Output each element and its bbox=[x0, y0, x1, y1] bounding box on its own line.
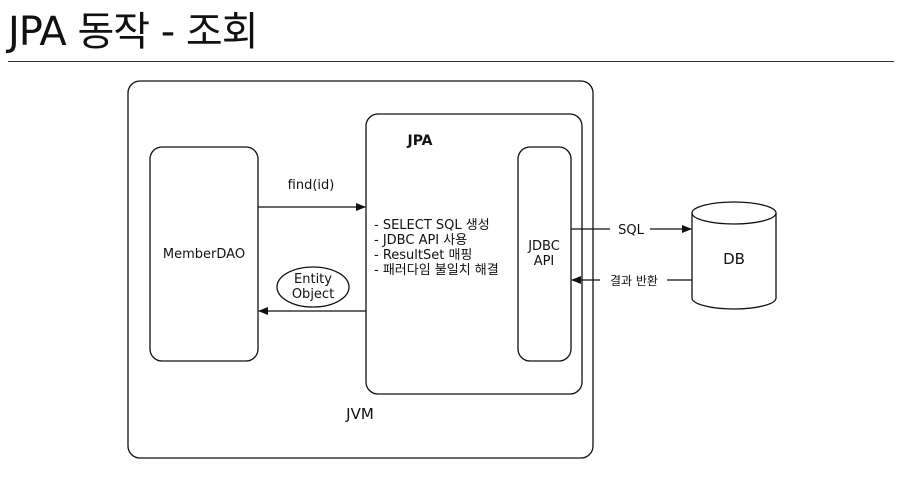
member-dao-box bbox=[149, 146, 259, 362]
jpa-step: - ResultSet 매핑 bbox=[374, 248, 472, 263]
entity-object-ellipse bbox=[276, 266, 350, 308]
db-label: DB bbox=[723, 250, 745, 268]
member-dao-label: MemberDAO bbox=[163, 247, 245, 262]
jdbc-api-box bbox=[517, 146, 572, 362]
jpa-step: - SELECT SQL 생성 bbox=[374, 218, 490, 233]
title-divider bbox=[8, 61, 894, 62]
jvm-label: JVM bbox=[345, 405, 374, 423]
jpa-steps-list: - SELECT SQL 생성 - JDBC API 사용 - ResultSe… bbox=[374, 218, 499, 278]
find-call-label: find(id) bbox=[288, 178, 335, 193]
result-return-label: 결과 반환 bbox=[610, 274, 658, 288]
entity-object-label-line: Entity bbox=[294, 272, 332, 287]
db-cylinder bbox=[691, 201, 777, 310]
jdbc-api-label-line: JDBC bbox=[527, 239, 560, 254]
jpa-label: JPA bbox=[406, 133, 432, 149]
entity-object-label-line: Object bbox=[292, 287, 334, 302]
sql-label: SQL bbox=[618, 223, 644, 238]
jpa-step: - JDBC API 사용 bbox=[374, 233, 467, 248]
jdbc-api-label-line: API bbox=[534, 254, 555, 269]
jvm-container bbox=[127, 80, 594, 459]
jpa-step: - 패러다임 불일치 해결 bbox=[374, 263, 499, 278]
jpa-box bbox=[365, 113, 583, 395]
page-title: JPA 동작 - 조회 bbox=[8, 9, 259, 55]
